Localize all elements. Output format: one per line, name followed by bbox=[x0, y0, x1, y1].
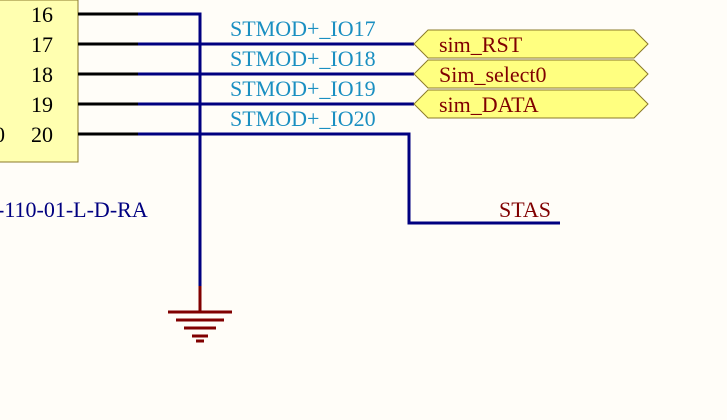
net-label-io17: STMOD+_IO17 bbox=[230, 16, 376, 41]
wire-pin16-ground bbox=[138, 12, 202, 288]
net-label-io18: STMOD+_IO18 bbox=[230, 46, 376, 71]
pin-number-18: 18 bbox=[31, 62, 53, 87]
port-label-sim-select0: Sim_select0 bbox=[439, 62, 547, 87]
connector-body bbox=[0, 0, 79, 163]
pin-number-20: 20 bbox=[31, 122, 53, 147]
ground-symbol bbox=[168, 286, 232, 343]
net-label-io20: STMOD+_IO20 bbox=[230, 106, 376, 131]
net-label-stas: STAS bbox=[499, 197, 551, 222]
net-label-io19: STMOD+_IO19 bbox=[230, 76, 376, 101]
port-label-sim-rst: sim_RST bbox=[439, 32, 523, 57]
pin-number-19: 19 bbox=[31, 92, 53, 117]
port-sim-rst[interactable] bbox=[413, 29, 649, 59]
port-sim-data[interactable] bbox=[413, 89, 649, 119]
part-number-label: -110-01-L-D-RA bbox=[0, 197, 148, 222]
pin-number-left-fragment: 0 bbox=[0, 122, 5, 147]
pin-number-16: 16 bbox=[31, 2, 53, 27]
port-sim-select0[interactable] bbox=[413, 59, 649, 89]
pin-number-17: 17 bbox=[31, 32, 53, 57]
port-label-sim-data: sim_DATA bbox=[439, 92, 539, 117]
wire-io20-stas bbox=[138, 132, 560, 225]
